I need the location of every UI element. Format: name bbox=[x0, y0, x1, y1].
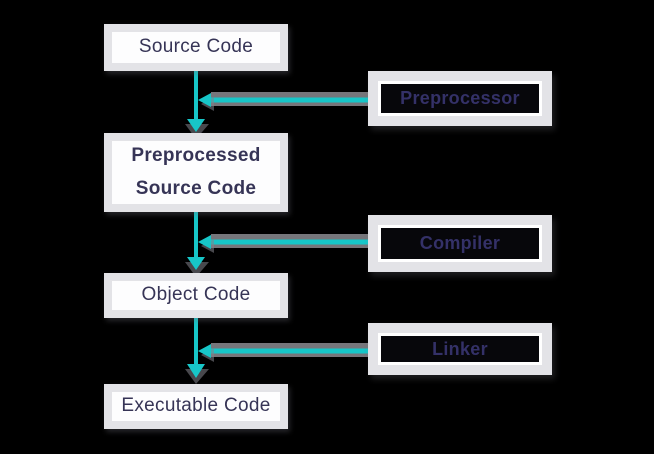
tool-compiler: Compiler bbox=[368, 215, 552, 272]
arrow-compiler-to-flow bbox=[198, 234, 370, 253]
node-object-code-label: Object Code bbox=[141, 284, 251, 306]
node-source-code: Source Code bbox=[104, 24, 288, 71]
tool-preprocessor: Preprocessor bbox=[368, 71, 552, 126]
arrow-source-to-preprocessed bbox=[185, 71, 209, 139]
node-executable-code-label: Executable Code bbox=[121, 395, 271, 417]
tool-preprocessor-label: Preprocessor bbox=[400, 88, 520, 108]
node-preprocessed-source-code: Preprocessed Source Code bbox=[104, 133, 288, 212]
arrow-preprocessed-to-object bbox=[185, 212, 209, 277]
arrow-preprocessor-to-flow bbox=[198, 92, 370, 111]
node-source-code-label: Source Code bbox=[138, 36, 254, 58]
arrow-object-to-executable bbox=[185, 318, 209, 384]
node-object-code: Object Code bbox=[104, 273, 288, 318]
tool-linker: Linker bbox=[368, 323, 552, 375]
arrow-linker-to-flow bbox=[198, 343, 370, 362]
tool-compiler-label: Compiler bbox=[419, 233, 501, 253]
node-executable-code: Executable Code bbox=[104, 384, 288, 429]
node-preprocessed-source-code-label: Preprocessed Source Code bbox=[131, 145, 261, 199]
tool-linker-label: Linker bbox=[432, 338, 488, 359]
